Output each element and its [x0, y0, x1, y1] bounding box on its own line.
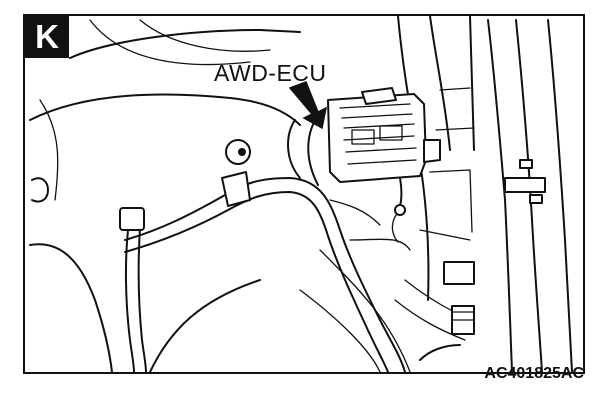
- harness-connector: [419, 261, 475, 361]
- wiring-harness: [31, 114, 471, 373]
- body-panel: [29, 19, 411, 373]
- awd-ecu-callout-label: AWD-ECU: [214, 60, 327, 86]
- view-label-badge: K: [25, 16, 69, 58]
- figure-code: AC401825AC: [484, 365, 584, 382]
- figure-frame: [23, 14, 585, 374]
- awd-ecu-unit: [327, 87, 441, 243]
- callout-arrow: [288, 81, 328, 130]
- pillar-structure: [397, 15, 573, 373]
